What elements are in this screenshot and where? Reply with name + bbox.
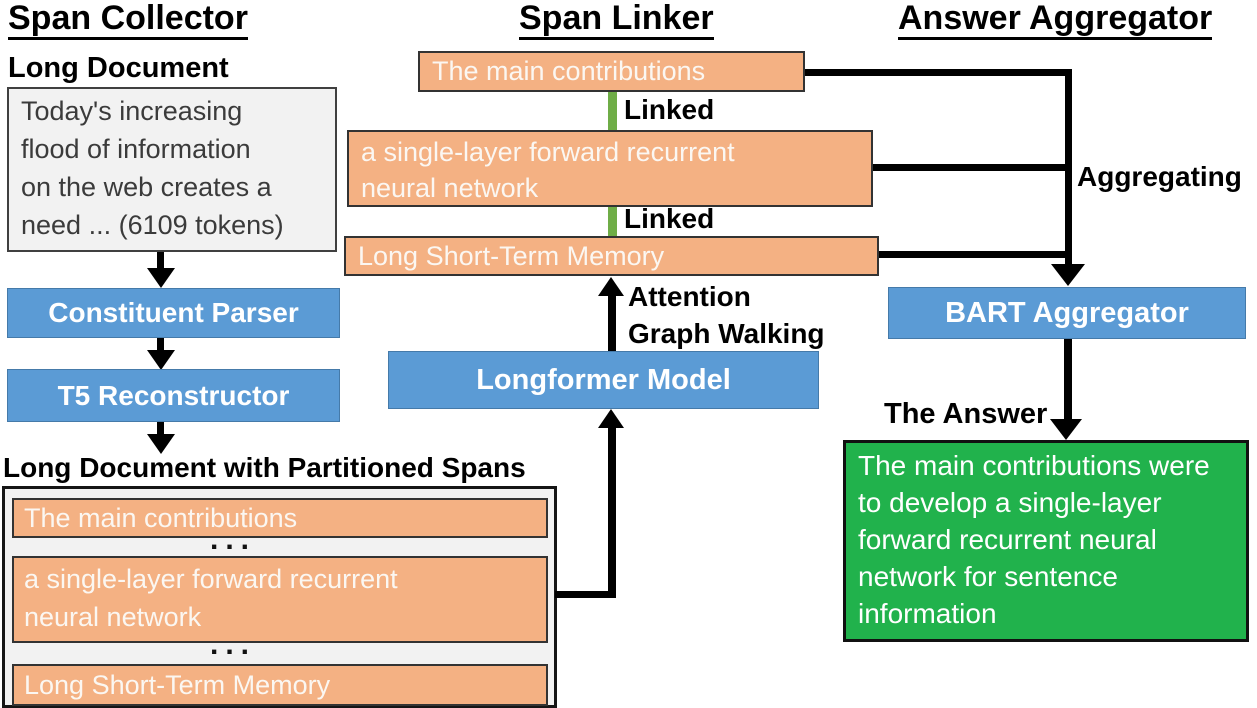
connector-line-bart-to-answer	[1064, 339, 1072, 420]
partitioned-span-box-3: Long Short-Term Memory	[12, 664, 548, 706]
span-collector-title: Span Collector	[8, 1, 248, 40]
span-linker-title: Span Linker	[519, 1, 714, 40]
connector-line-docs-to-longformer	[555, 591, 616, 598]
longformer-model-box: Longformer Model	[388, 351, 819, 409]
arrow-shaft	[157, 252, 164, 270]
linker-span-box-3: Long Short-Term Memory	[344, 236, 879, 276]
long-document-label: Long Document	[8, 52, 229, 84]
arrow-down-icon	[1051, 264, 1085, 286]
partitioned-span-box-1: The main contributions	[12, 498, 548, 538]
t5-reconstructor-box: T5 Reconstructor	[7, 369, 340, 422]
bart-aggregator-box: BART Aggregator	[888, 287, 1246, 339]
ellipsis-dots: ...	[209, 628, 256, 661]
aggregating-label: Aggregating	[1077, 161, 1242, 192]
green-link-line-1	[608, 92, 617, 130]
connector-line-longformer-to-spans	[608, 294, 616, 351]
connector-line-aggregate-vertical	[1065, 69, 1072, 266]
green-link-line-2	[608, 207, 617, 236]
partitioned-spans-label: Long Document with Partitioned Spans	[3, 452, 526, 483]
attention-graph-walking-label: Attention Graph Walking	[628, 281, 825, 350]
partitioned-span-box-2: a single-layer forward recurrent neural …	[12, 556, 548, 643]
connector-line-span2	[873, 164, 1072, 171]
ellipsis-dots: ...	[209, 523, 256, 556]
linker-span-box-2: a single-layer forward recurrent neural …	[347, 130, 873, 207]
arrow-down-icon	[147, 268, 175, 288]
linked-label-1: Linked	[624, 94, 715, 125]
long-document-box: Today's increasing flood of information …	[7, 87, 337, 252]
partitioned-spans-container: The main contributions ... a single-laye…	[2, 486, 557, 708]
the-answer-label: The Answer	[884, 398, 1048, 430]
linker-span-box-1: The main contributions	[418, 51, 805, 92]
arrow-up-icon	[598, 409, 624, 428]
constituent-parser-box: Constituent Parser	[7, 288, 340, 338]
answer-box: The main contributions were to develop a…	[843, 440, 1249, 642]
arrow-down-icon	[147, 350, 175, 370]
linked-label-2: Linked	[624, 203, 715, 234]
connector-line-span3	[879, 251, 1072, 258]
arrow-shaft	[157, 338, 164, 352]
arrow-down-icon	[147, 434, 175, 454]
answer-aggregator-title: Answer Aggregator	[898, 1, 1213, 40]
arrow-up-icon	[598, 277, 624, 296]
arrow-down-icon	[1050, 419, 1082, 440]
arrow-shaft	[157, 422, 164, 436]
connector-line-span1	[805, 69, 1072, 76]
connector-line-docs-to-longformer	[608, 427, 616, 598]
